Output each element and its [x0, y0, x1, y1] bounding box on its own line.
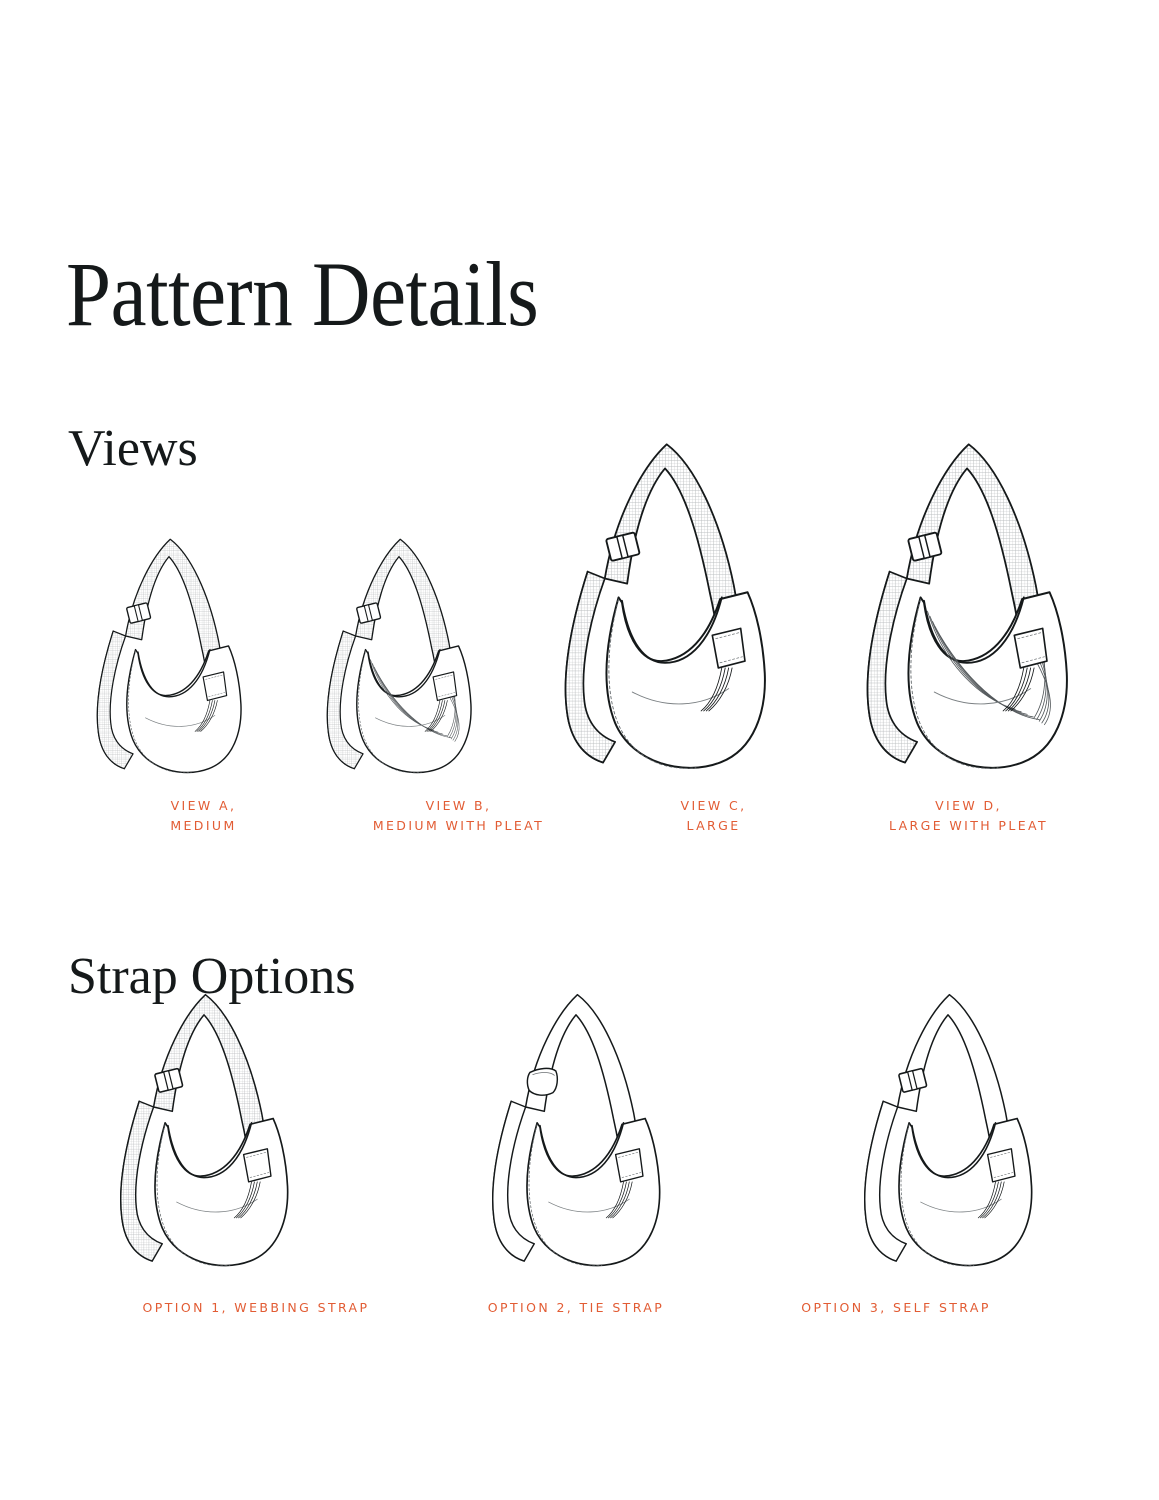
- section-heading-strap-options: Strap Options: [68, 948, 356, 1006]
- tab-stitch-line: [618, 1152, 642, 1178]
- strap-attachment-tab: [1013, 627, 1048, 669]
- strap-attachment-tab: [432, 671, 458, 702]
- slider-buckle-icon: [126, 602, 152, 624]
- caption-slot: VIEW B, MEDIUM WITH PLEAT: [331, 796, 586, 837]
- caption-view-d: VIEW D, LARGE WITH PLEAT: [888, 798, 1049, 834]
- strap-tail: [866, 570, 918, 764]
- bag-opening-edge: [923, 596, 1025, 664]
- strap-tail: [863, 1100, 907, 1262]
- slider-buckle-icon: [605, 531, 641, 562]
- caption-slot: VIEW C, LARGE: [586, 796, 841, 837]
- bag-gusset-line: [608, 598, 697, 769]
- strap-attachment-tab: [242, 1148, 272, 1183]
- caption-view-b: VIEW B, MEDIUM WITH PLEAT: [372, 798, 545, 834]
- strap-tail: [491, 1100, 535, 1262]
- strap-attachment-tab: [986, 1148, 1016, 1183]
- figure-option-3: [840, 970, 1056, 1280]
- bag-illustration-view-b: [326, 538, 472, 774]
- bag-body: [126, 645, 242, 774]
- bag-body: [154, 1117, 289, 1267]
- strap-tail: [326, 630, 364, 770]
- strap-options-caption-row: OPTION 1, WEBBING STRAP OPTION 2, TIE ST…: [96, 1298, 1056, 1318]
- figure-view-a: [76, 518, 262, 785]
- bag-opening-edge: [167, 1122, 253, 1179]
- tab-stitch-line: [715, 632, 743, 664]
- strap-attachment-tab: [202, 671, 228, 702]
- bag-illustration-view-a: [96, 538, 242, 774]
- tab-stitch-line: [246, 1152, 270, 1178]
- tab-stitch-line: [435, 674, 456, 698]
- slider-buckle-icon: [898, 1067, 928, 1093]
- strap-attachment-tab: [711, 627, 746, 669]
- figure-view-b: [306, 518, 492, 785]
- bag-gusset-line: [156, 1123, 231, 1267]
- bag-illustration-option-3: [863, 993, 1033, 1267]
- bag-illustration-option-1: [119, 993, 289, 1267]
- caption-slot: VIEW D, LARGE WITH PLEAT: [841, 796, 1096, 837]
- caption-option-1: OPTION 1, WEBBING STRAP: [142, 1300, 370, 1315]
- bag-gusset-line: [900, 1123, 975, 1267]
- bag-opening-edge: [137, 648, 211, 698]
- bag-opening-edge: [621, 596, 723, 664]
- slider-buckle-icon: [356, 602, 382, 624]
- bag-body: [907, 591, 1068, 769]
- caption-view-a: VIEW A, MEDIUM: [170, 798, 237, 834]
- bag-body: [605, 591, 766, 769]
- tab-stitch-line: [205, 674, 226, 698]
- bag-opening-edge: [911, 1122, 997, 1179]
- strap-gather-folds: [977, 1181, 1005, 1219]
- caption-option-3: OPTION 3, SELF STRAP: [801, 1300, 991, 1315]
- caption-slot: OPTION 3, SELF STRAP: [736, 1298, 1056, 1318]
- strap-tail: [564, 570, 616, 764]
- pleat-gather-lines: [927, 610, 1051, 726]
- page-title: Pattern Details: [66, 242, 539, 345]
- bag-illustration-view-c: [564, 443, 766, 769]
- bag-gusset-line: [128, 650, 192, 774]
- bag-gusset-line: [358, 650, 422, 774]
- slider-buckle-icon: [907, 531, 943, 562]
- caption-slot: OPTION 2, TIE STRAP: [416, 1298, 736, 1318]
- bag-body: [898, 1117, 1033, 1267]
- bag-body: [526, 1117, 661, 1267]
- tie-knot-icon: [526, 1067, 559, 1096]
- pleat-gather-lines: [370, 659, 460, 742]
- bag-opening-edge: [367, 648, 441, 698]
- views-caption-row: VIEW A, MEDIUM VIEW B, MEDIUM WITH PLEAT…: [76, 796, 1096, 837]
- caption-slot: VIEW A, MEDIUM: [76, 796, 331, 837]
- bag-illustration-option-2: [491, 993, 661, 1267]
- strap-gather-folds: [194, 700, 218, 732]
- tab-stitch-line: [990, 1152, 1014, 1178]
- strap-gather-folds: [424, 700, 448, 732]
- strap-attachment-tab: [614, 1148, 644, 1183]
- figure-option-2: [468, 970, 684, 1280]
- bag-opening-edge: [539, 1122, 625, 1179]
- bag-body: [356, 645, 472, 774]
- bag-gusset-line: [528, 1123, 603, 1267]
- caption-slot: OPTION 1, WEBBING STRAP: [96, 1298, 416, 1318]
- strap-gather-folds: [700, 667, 733, 712]
- figure-view-c: [536, 415, 794, 785]
- strap-gather-folds: [1002, 667, 1035, 712]
- tab-stitch-line: [1017, 632, 1045, 664]
- caption-view-c: VIEW C, LARGE: [680, 798, 747, 834]
- bag-gusset-line: [910, 598, 999, 769]
- strap-gather-folds: [233, 1181, 261, 1219]
- strap-options-figure-row: [96, 993, 1056, 1280]
- figure-view-d: [838, 415, 1096, 785]
- caption-option-2: OPTION 2, TIE STRAP: [487, 1300, 665, 1315]
- slider-buckle-icon: [154, 1067, 184, 1093]
- bag-illustration-view-d: [866, 443, 1068, 769]
- figure-option-1: [96, 970, 312, 1280]
- strap-tail: [96, 630, 134, 770]
- section-heading-views: Views: [68, 420, 198, 478]
- strap-gather-folds: [605, 1181, 633, 1219]
- strap-tail: [119, 1100, 163, 1262]
- views-figure-row: [76, 440, 1096, 785]
